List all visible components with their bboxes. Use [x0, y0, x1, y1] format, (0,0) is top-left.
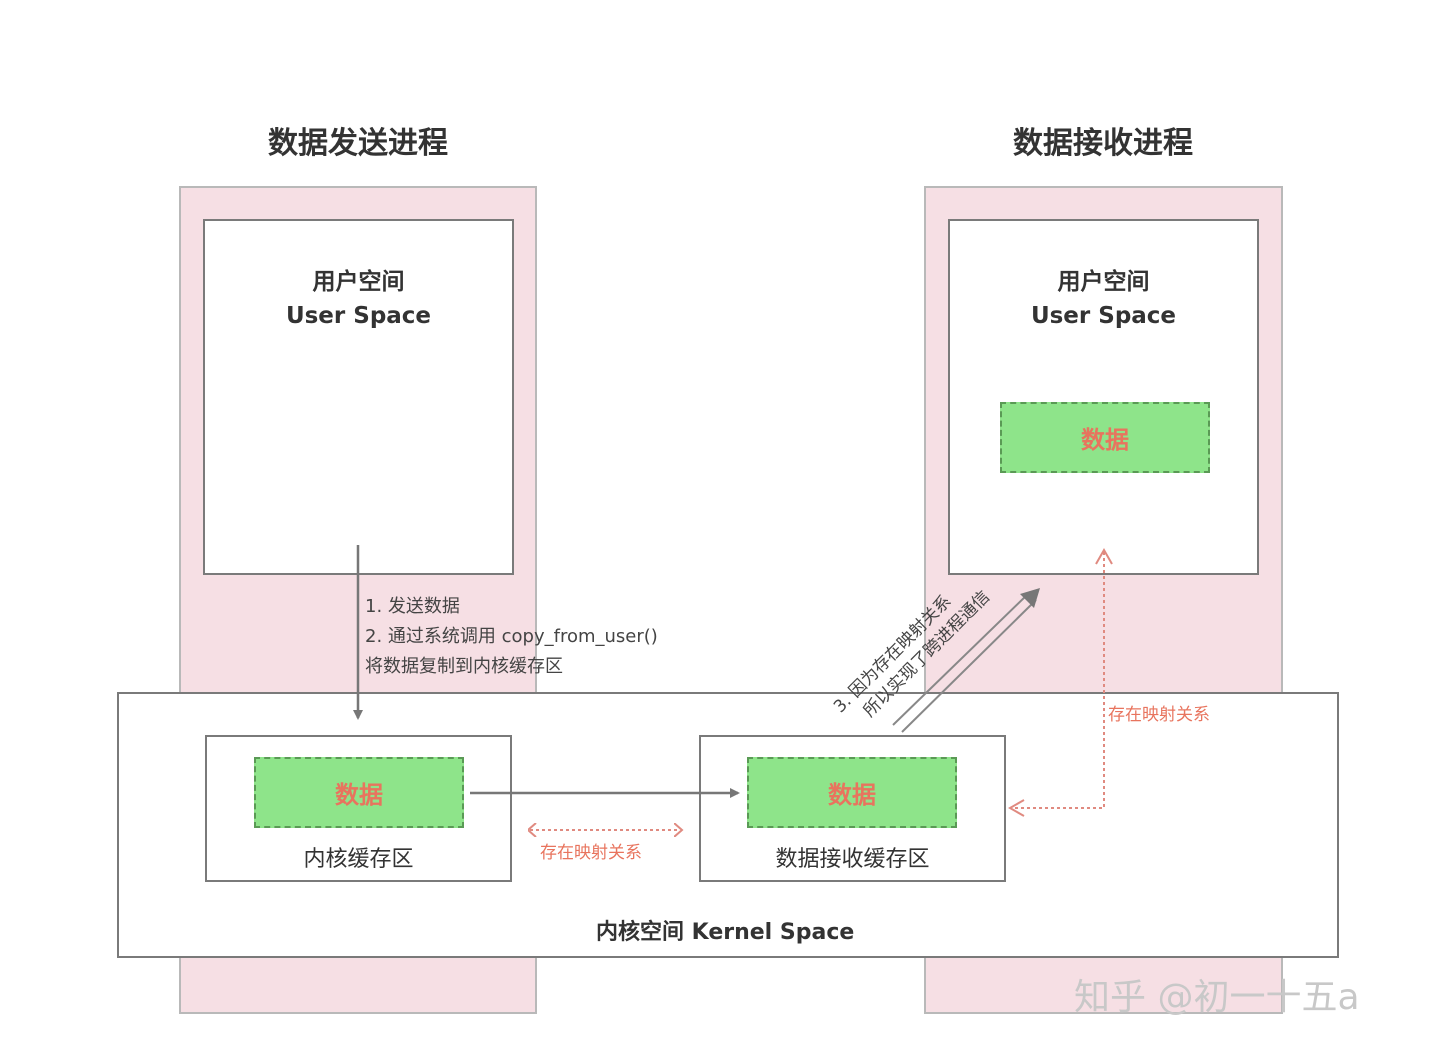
mapping-label-mid: 存在映射关系: [540, 843, 642, 863]
receive-buffer-data: 数据: [747, 757, 957, 828]
step-2b: 将数据复制到内核缓存区: [365, 656, 563, 677]
receiver-user-space-en: User Space: [1030, 303, 1177, 329]
mapping-right-arrowhead-left: [1007, 799, 1025, 817]
receiver-title: 数据接收进程: [1013, 126, 1193, 161]
ipc-diagonal-arrowhead: [1020, 588, 1040, 608]
ipc-diagonal-line-a: [892, 591, 1031, 726]
mapping-right-line: [1014, 552, 1105, 809]
sender-user-space-en: User Space: [285, 303, 432, 329]
mapping-right-arrowhead-up: [1095, 547, 1113, 565]
mapping-label-right: 存在映射关系: [1108, 705, 1210, 725]
sender-user-space-cn: 用户空间: [312, 269, 405, 295]
kernel-space-label: 内核空间 Kernel Space: [596, 920, 855, 945]
kernel-buffer: 数据 内核缓存区: [205, 735, 512, 882]
sender-title: 数据发送进程: [268, 126, 448, 161]
sender-user-space: 用户空间 User Space: [203, 219, 514, 575]
kernel-buffer-data: 数据: [254, 757, 464, 828]
watermark: 知乎 @初一十五a: [1074, 977, 1360, 1018]
receive-buffer-label: 数据接收缓存区: [775, 847, 930, 872]
receiver-user-data: 数据: [1000, 402, 1210, 473]
kernel-buffer-label: 内核缓存区: [303, 847, 414, 872]
step-2: 2. 通过系统调用 copy_from_user(): [365, 626, 658, 647]
step-notes: 1. 发送数据 2. 通过系统调用 copy_from_user() 将数据复制…: [365, 592, 658, 682]
ipc-diagonal-line-b: [901, 599, 1037, 733]
receiver-user-space: 用户空间 User Space 数据: [948, 219, 1259, 575]
receiver-user-space-cn: 用户空间: [1057, 269, 1150, 295]
receive-buffer: 数据 数据接收缓存区: [699, 735, 1006, 882]
step-1: 1. 发送数据: [365, 596, 460, 617]
